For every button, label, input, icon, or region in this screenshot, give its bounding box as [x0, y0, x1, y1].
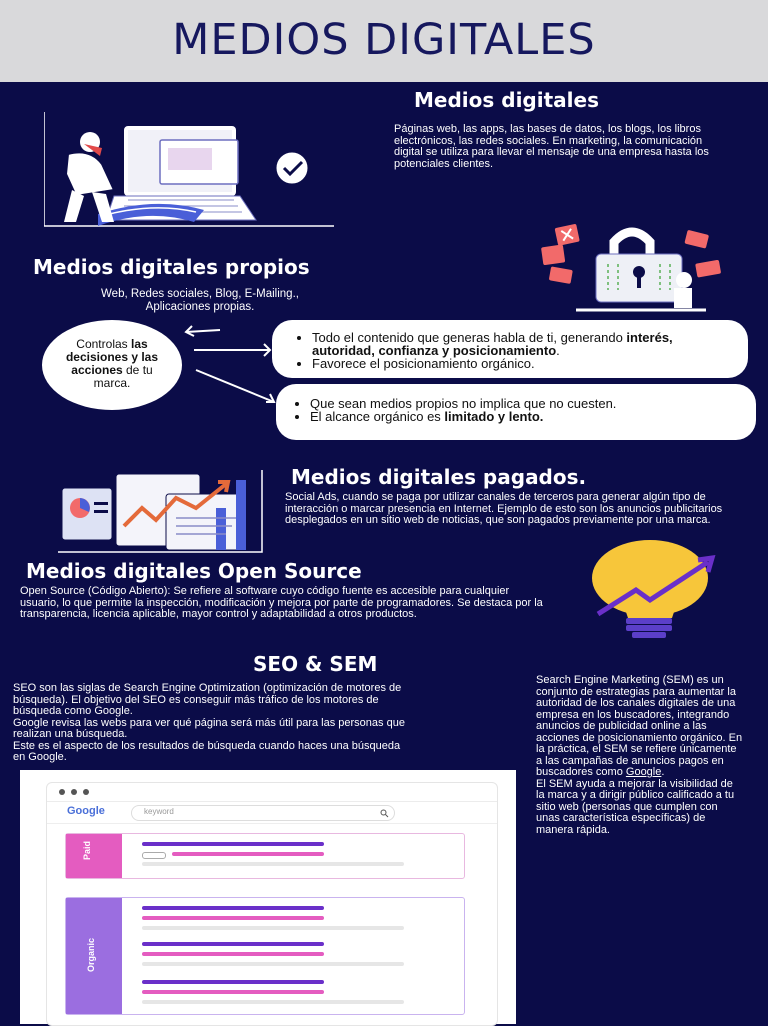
section2-subtitle: Web, Redes sociales, Blog, E-Mailing., A…: [101, 288, 299, 313]
result-title-bar: [142, 980, 324, 984]
search-placeholder: keyword: [144, 807, 174, 816]
laptop-person-illustration: [44, 112, 334, 227]
padlock-illustration: [541, 224, 721, 312]
pill-benefits: Todo el contenido que generas habla de t…: [272, 320, 748, 378]
section1-title: Medios digitales: [414, 88, 599, 112]
result-title-bar: [142, 842, 324, 846]
ad-tag: [142, 852, 166, 859]
oval-text-bold: las decisiones y las acciones: [65, 337, 159, 377]
search-icon[interactable]: [380, 809, 389, 818]
pill1-item-1: Todo el contenido que generas habla de t…: [312, 331, 738, 357]
result-url-bar: [142, 916, 324, 920]
browser-window: Google keyword Paid Organic: [46, 782, 498, 1026]
result-url-bar: [172, 852, 324, 856]
result-desc-bar: [142, 1000, 404, 1004]
section3-body: Social Ads, cuando se paga por utilizar …: [285, 491, 723, 526]
section1-body: Páginas web, las apps, las bases de dato…: [394, 123, 709, 170]
divider: [47, 823, 497, 824]
result-desc-bar: [142, 962, 404, 966]
header-banner: [0, 0, 768, 82]
pill2-item-1: Que sean medios propios no implica que n…: [310, 397, 746, 410]
browser-toolbar: [47, 783, 497, 802]
google-logo: Google: [67, 805, 105, 817]
google-link[interactable]: Google: [625, 766, 662, 778]
oval-decisions: Controlas las decisiones y las acciones …: [42, 320, 182, 410]
pill2-item-2: El alcance orgánico es limitado y lento.: [310, 410, 746, 423]
organic-label: Organic: [86, 937, 96, 972]
window-dot-icon: [71, 789, 77, 795]
pill1-item-2: Favorece el posicionamiento orgánico.: [312, 357, 738, 370]
seo-body: SEO son las siglas de Search Engine Opti…: [13, 682, 405, 763]
search-results-mockup: Google keyword Paid Organic: [20, 770, 516, 1026]
section5-title: SEO & SEM: [253, 652, 378, 676]
section3-title: Medios digitales pagados.: [291, 465, 587, 489]
window-dot-icon: [59, 789, 65, 795]
search-input[interactable]: keyword: [131, 805, 395, 821]
organic-results-box: Organic: [65, 897, 465, 1015]
result-title-bar: [142, 906, 324, 910]
section2-title: Medios digitales propios: [33, 255, 310, 279]
result-desc-bar: [142, 862, 404, 866]
sem-body: Search Engine Marketing (SEM) es un conj…: [536, 674, 743, 836]
connector-arrows: [184, 325, 276, 403]
paid-label-box: Paid: [66, 834, 122, 878]
window-dot-icon: [83, 789, 89, 795]
oval-text-2: de tu marca.: [93, 363, 153, 390]
pill-costs: Que sean medios propios no implica que n…: [276, 384, 756, 440]
result-title-bar: [142, 942, 324, 946]
section4-title: Medios digitales Open Source: [26, 559, 362, 583]
analytics-illustration: [58, 470, 263, 553]
oval-text-1: Controlas: [76, 337, 131, 351]
page-title: MEDIOS DIGITALES: [172, 15, 596, 65]
lightbulb-icon: [592, 540, 716, 638]
result-desc-bar: [142, 926, 404, 930]
paid-label: Paid: [82, 840, 92, 860]
result-url-bar: [142, 952, 324, 956]
organic-label-box: Organic: [66, 898, 122, 1014]
section4-body: Open Source (Código Abierto): Se refiere…: [20, 585, 543, 620]
paid-results-box: Paid: [65, 833, 465, 879]
result-url-bar: [142, 990, 324, 994]
